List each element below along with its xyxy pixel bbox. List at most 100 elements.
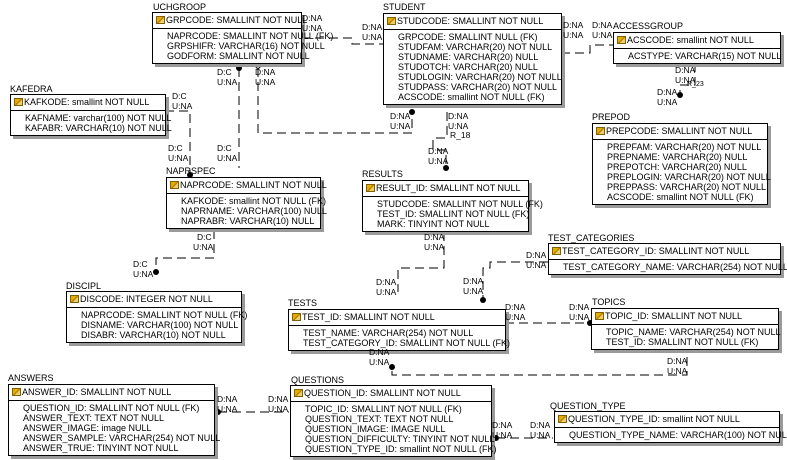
- entity-prepod[interactable]: PREPCODE: SMALLINT NOT NULL PREPFAM: VAR…: [592, 123, 771, 205]
- pk-row: GRPCODE: SMALLINT NOT NULL: [153, 13, 307, 29]
- rel-label: U:NA: [569, 312, 590, 322]
- rel-uchgroop-student-2: [257, 68, 413, 134]
- rel-label: D:NA: [376, 277, 397, 287]
- fk-dot-answers: [215, 409, 221, 415]
- rel-label: U:NA: [592, 30, 613, 40]
- attribute: TOPIC_ID: SMALLINT NOT NULL (FK): [305, 404, 462, 414]
- key-icon: [156, 16, 165, 24]
- rel-label: D:NA: [424, 232, 445, 242]
- attribute: STUDFAM: VARCHAR(20) NOT NULL: [398, 42, 553, 52]
- rel-label: D:NA: [255, 67, 276, 77]
- attribute: KAFNAME: varchar(100) NOT NULL: [25, 113, 172, 123]
- rel-label: U:NA: [217, 77, 238, 87]
- entity-question-type[interactable]: QUESTION_TYPE_ID: smallint NOT NULL QUES…: [554, 411, 787, 443]
- pk-row: KAFKODE: smallint NOT NULL: [11, 95, 165, 111]
- entity-title-answers: ANSWERS: [8, 373, 54, 383]
- attribute: ACSTYPE: VARCHAR(15) NOT NULL: [628, 51, 782, 61]
- entity-topics[interactable]: TOPIC_ID: SMALLINT NOT NULL TOPIC_NAME: …: [591, 308, 781, 350]
- entity-accessgroup[interactable]: ACSCODE: smallint NOT NULL ACSTYPE: VARC…: [613, 32, 781, 64]
- rel-label: U:NA: [255, 77, 276, 87]
- pk-label: STUDCODE: SMALLINT NOT NULL: [397, 16, 544, 26]
- pk-row: ANSWER_ID: SMALLINT NOT NULL: [9, 385, 214, 401]
- entity-results[interactable]: RESULT_ID: SMALLINT NOT NULL STUDCODE: S…: [362, 180, 543, 232]
- entity-tests[interactable]: TEST_ID: SMALLINT NOT NULL TEST_NAME: VA…: [288, 309, 511, 351]
- attribute: TEST_ID: SMALLINT NOT NULL (FK): [606, 337, 759, 347]
- fk-dot-results: [443, 165, 449, 171]
- pk-label: TEST_ID: SMALLINT NOT NULL: [302, 312, 435, 322]
- attribute: QUESTION_TYPE_ID: smallint NOT NULL (FK): [305, 444, 497, 454]
- rel-label: U:NA: [302, 23, 323, 33]
- attribute: KAFKODE: smallint NOT NULL (FK): [181, 196, 327, 206]
- rel-label: U:NA: [526, 260, 547, 270]
- fk-dot-uchgroop: [236, 65, 242, 71]
- entity-student[interactable]: STUDCODE: SMALLINT NOT NULL GRPCODE: SMA…: [383, 13, 562, 105]
- rel-label: D:NA: [505, 302, 526, 312]
- attribute: TEST_CATEGORY_NAME: VARCHAR(254) NOT NUL…: [563, 262, 787, 272]
- key-icon: [12, 388, 21, 396]
- entity-test-categories[interactable]: TEST_CATEGORY_ID: SMALLINT NOT NULL TEST…: [548, 243, 787, 275]
- rel-label: D:NA: [390, 111, 411, 121]
- attribute: GODFORM: SMALLINT NOT NULL: [167, 51, 310, 61]
- pk-row: STUDCODE: SMALLINT NOT NULL: [384, 14, 561, 30]
- rel-label: D:NA: [428, 146, 449, 156]
- entity-naprspec[interactable]: NAPRCODE: SMALLINT NOT NULL KAFKODE: sma…: [166, 177, 327, 229]
- entity-title-prepod: PREPOD: [592, 112, 631, 122]
- entity-uchgroop[interactable]: GRPCODE: SMALLINT NOT NULL NAPRCODE: SMA…: [152, 12, 333, 64]
- pk-label: QUESTION_ID: SMALLINT NOT NULL: [304, 388, 461, 398]
- rel-testcategories-tests: [482, 261, 548, 300]
- entity-answers[interactable]: ANSWER_ID: SMALLINT NOT NULL QUESTION_ID…: [8, 384, 220, 456]
- rel-topics-questions: [391, 357, 688, 376]
- rel-label: U:NA: [133, 269, 154, 279]
- attribute: TOPIC_NAME: VARCHAR(254) NOT NULL: [606, 327, 781, 337]
- rel-label: U:NA: [193, 242, 214, 252]
- attribute: STUDLOGIN: VARCHAR(20) NOT NULL: [398, 72, 562, 82]
- entity-discipl[interactable]: DISCODE: INTEGER NOT NULL NAPRCODE: SMAL…: [66, 291, 248, 343]
- pk-row: TEST_ID: SMALLINT NOT NULL: [289, 310, 505, 326]
- attribute: GRPSHIFR: VARCHAR(16) NOT NULL: [167, 41, 325, 51]
- rel-label: U:NA: [463, 286, 484, 296]
- rel-name-label: R_18: [450, 130, 471, 140]
- rel-kafedra-naprspec: [165, 110, 191, 175]
- attribute: TEST_CATEGORY_ID: SMALLINT NOT NULL (FK): [303, 338, 511, 348]
- entity-title-topics: TOPICS: [592, 297, 626, 307]
- attribute: STUDOTCH: VARCHAR(20) NULL: [398, 62, 538, 72]
- pk-row: ACSCODE: smallint NOT NULL: [614, 33, 780, 49]
- rel-label: U:NA: [268, 404, 289, 414]
- attribute: QUESTION_TEXT: TEXT NOT NULL: [305, 414, 454, 424]
- entity-title-student: STUDENT: [383, 2, 426, 12]
- rel-label: U:NA: [428, 156, 449, 166]
- rel-label: U:NA: [505, 312, 526, 322]
- rel-label: D:NA: [569, 302, 590, 312]
- rel-label: D:NA: [526, 250, 547, 260]
- pk-row: TEST_CATEGORY_ID: SMALLINT NOT NULL: [549, 244, 780, 260]
- rel-label: D:NA: [217, 394, 238, 404]
- rel-label: D:NA: [463, 276, 484, 286]
- entity-title-kafedra: KAFEDRA: [10, 84, 53, 94]
- attribute: PREPNAME: VARCHAR(20) NULL: [607, 152, 748, 162]
- key-icon: [595, 312, 604, 320]
- rel-label: D:NA: [667, 356, 688, 366]
- rel-label: D:NA: [592, 20, 613, 30]
- key-icon: [366, 184, 375, 192]
- attribute: NAPRCODE: SMALLINT NOT NULL (FK): [81, 310, 248, 320]
- attribute: ANSWER_TRUE: TINYINT NOT NULL: [23, 443, 179, 453]
- attribute: DISNAME: VARCHAR(100) NOT NULL: [81, 320, 239, 330]
- attribute: STUDPASS: VARCHAR(20) NOT NULL: [398, 82, 558, 92]
- entity-questions[interactable]: QUESTION_ID: SMALLINT NOT NULL TOPIC_ID:…: [290, 385, 497, 457]
- entity-title-uchgroop: UCHGROOP: [153, 2, 207, 12]
- fk-dot-questions-topic: [389, 364, 395, 370]
- attribute: DISABR: VARCHAR(10) NOT NULL: [81, 330, 226, 340]
- pk-row: PREPCODE: SMALLINT NOT NULL: [593, 124, 767, 140]
- entity-title-questions: QUESTIONS: [291, 375, 345, 385]
- fk-dot-questions-type: [493, 435, 499, 441]
- rel-label: D:C: [217, 67, 232, 77]
- pk-label: QUESTION_TYPE_ID: smallint NOT NULL: [568, 414, 740, 424]
- key-icon: [294, 389, 303, 397]
- entity-kafedra[interactable]: KAFKODE: smallint NOT NULL KAFNAME: varc…: [10, 94, 172, 136]
- rel-accessgroup-prepod: [679, 63, 696, 95]
- pk-label: ANSWER_ID: SMALLINT NOT NULL: [22, 387, 172, 397]
- rel-label: U:NA: [390, 121, 411, 131]
- rel-label: D:NA: [563, 20, 584, 30]
- rel-student-results: [432, 112, 448, 168]
- attribute: QUESTION_IMAGE: IMAGE NULL: [305, 424, 446, 434]
